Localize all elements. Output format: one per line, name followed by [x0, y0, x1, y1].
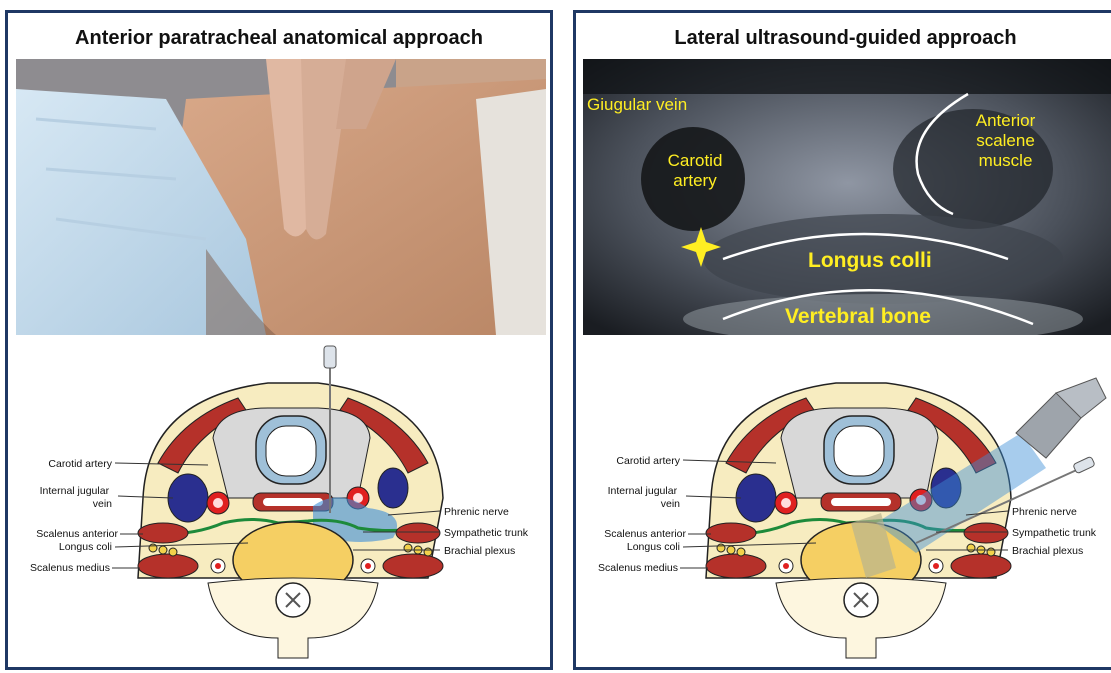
right-panel-title: Lateral ultrasound-guided approach: [576, 27, 1111, 50]
scalenus-medius-left: [138, 554, 198, 578]
label-internal-jugular-vein-r-text: Internal jugular: [608, 485, 678, 497]
scalenus-anterior-right: [396, 523, 440, 543]
label-internal-jugular-vein: Internal jugular vein: [40, 485, 113, 510]
label-longus-coli-r: Longus coli: [627, 541, 680, 553]
label-scalenus-medius-r: Scalenus medius: [598, 562, 678, 574]
right-cross-section-diagram: Carotid artery Internal jugular vein Sca…: [576, 338, 1111, 668]
left-cross-section-diagram: Carotid artery Internal jugular vein Sca…: [8, 338, 550, 668]
label-scalenus-medius: Scalenus medius: [30, 562, 110, 574]
needle-hub: [324, 346, 336, 368]
us-label-longus: Longus colli: [808, 251, 932, 271]
label-internal-jugular-vein-text-line2: vein: [93, 498, 112, 510]
us-label-scalene: Anterior scalene muscle: [963, 111, 1048, 171]
right-panel: Lateral ultrasound-guided approach Giugu…: [573, 10, 1111, 670]
us-label-vertebral: Vertebral bone: [785, 307, 931, 327]
jugular-vein-right: [378, 468, 408, 508]
label-carotid-artery: Carotid artery: [48, 458, 112, 470]
neck-cross-section-left: Carotid artery Internal jugular vein Sca…: [8, 338, 550, 668]
us-label-carotid: Carotid artery: [655, 151, 735, 191]
label-sympathetic-trunk: Sympathetic trunk: [444, 527, 529, 539]
label-internal-jugular-vein-text: Internal jugular: [40, 485, 110, 497]
label-carotid-artery-r: Carotid artery: [616, 455, 680, 467]
left-panel-title: Anterior paratracheal anatomical approac…: [8, 27, 550, 50]
label-sympathetic-trunk-r: Sympathetic trunk: [1012, 527, 1097, 539]
ultrasound-image: Giugular vein Carotid artery Anterior sc…: [583, 59, 1111, 335]
scalenus-anterior-left: [138, 523, 188, 543]
neck-palpation-photo: [16, 59, 546, 335]
label-internal-jugular-vein-r: Internal jugular vein: [608, 485, 681, 510]
label-brachial-plexus: Brachial plexus: [444, 545, 515, 557]
label-brachial-plexus-r: Brachial plexus: [1012, 545, 1083, 557]
label-scalenus-anterior-r: Scalenus anterior: [604, 528, 686, 540]
scalenus-medius-right: [383, 554, 443, 578]
jugular-vein-left: [168, 474, 208, 522]
needle-hub-right: [1073, 456, 1095, 474]
photo-illustration: [16, 59, 546, 335]
us-label-jugular: Giugular vein: [587, 95, 687, 115]
label-scalenus-anterior: Scalenus anterior: [36, 528, 118, 540]
label-phrenic-nerve-r: Phrenic nerve: [1012, 506, 1077, 518]
neck-cross-section-right: Carotid artery Internal jugular vein Sca…: [576, 338, 1111, 668]
left-panel: Anterior paratracheal anatomical approac…: [5, 10, 553, 670]
label-phrenic-nerve: Phrenic nerve: [444, 506, 509, 518]
label-internal-jugular-vein-r-text-line2: vein: [661, 498, 680, 510]
label-longus-coli: Longus coli: [59, 541, 112, 553]
